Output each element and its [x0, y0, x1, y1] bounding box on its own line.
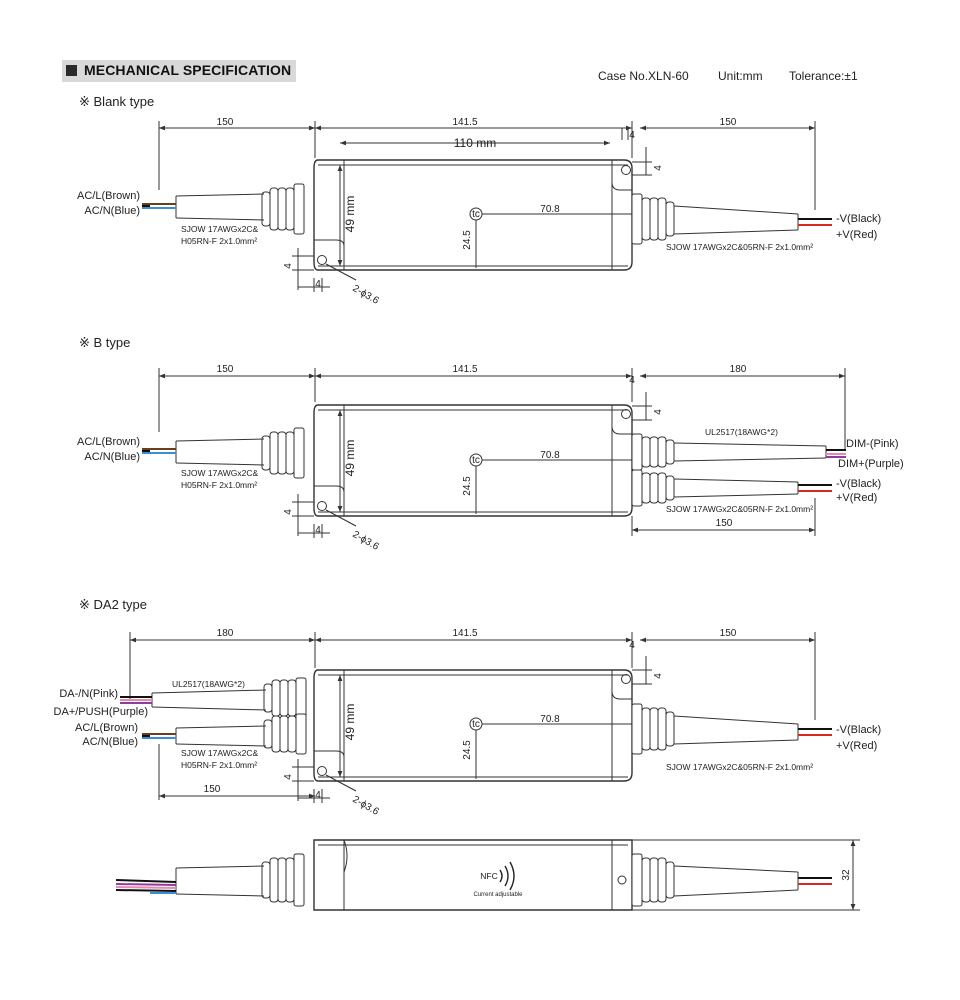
- da2-dim-4-bottom: 4: [315, 790, 321, 801]
- blank-dim-4-top: 4: [629, 130, 635, 141]
- b-dim-pos: DIM+(Purple): [838, 458, 904, 470]
- b-dim-tc: 70.8: [540, 450, 560, 461]
- b-type-drawing: [158, 368, 846, 538]
- case-number: Case No.XLN-60: [598, 69, 689, 83]
- b-dim-4-top: 4: [629, 375, 635, 386]
- blank-dim-right: 150: [720, 117, 737, 128]
- page-title: MECHANICAL SPECIFICATION: [84, 62, 292, 78]
- side-left-wires: [115, 879, 177, 894]
- da2-type-label: ※ DA2 type: [79, 597, 147, 612]
- blank-input-wires: [142, 203, 176, 209]
- da2-ac-wires: [142, 733, 176, 739]
- b-dim-body: 141.5: [452, 364, 477, 375]
- blank-out-cable: SJOW 17AWGx2C&05RN-F 2x1.0mm²: [666, 242, 813, 252]
- blank-v-pos: +V(Red): [836, 229, 877, 241]
- da2-dim-245: 24.5: [462, 740, 473, 760]
- b-output-wires: [798, 484, 832, 492]
- b-out-cable: SJOW 17AWGx2C&05RN-F 2x1.0mm²: [666, 504, 813, 514]
- blank-in-cable-2: H05RN-F 2x1.0mm²: [181, 236, 257, 246]
- b-dim-4-bottom: 4: [315, 525, 321, 536]
- da2-dim-4-right: 4: [653, 673, 664, 679]
- header-square-icon: [66, 65, 77, 76]
- b-hole-label: 2-ϕ3.6: [351, 529, 381, 553]
- da2-v-pos: +V(Red): [836, 740, 877, 752]
- da2-dim-left: 180: [217, 628, 234, 639]
- da2-da-p: DA+/PUSH(Purple): [54, 706, 148, 718]
- blank-dim-4-right: 4: [653, 165, 664, 171]
- b-ac-n: AC/N(Blue): [84, 451, 140, 463]
- blank-dim-245: 24.5: [462, 230, 473, 250]
- blank-dim-tc: 70.8: [540, 204, 560, 215]
- blank-type-drawing: [158, 121, 816, 292]
- side-right-wires: [798, 877, 832, 885]
- blank-dim-4-bottom: 4: [315, 279, 321, 290]
- da2-dim-height: 49 mm: [343, 704, 357, 741]
- b-v-pos: +V(Red): [836, 492, 877, 504]
- current-adjustable-label: Current adjustable: [473, 892, 523, 898]
- blank-tc-symbol: tc: [472, 209, 480, 220]
- b-ac-l: AC/L(Brown): [77, 436, 140, 448]
- nfc-label: NFC: [480, 871, 497, 881]
- da2-output-wires: [798, 728, 832, 736]
- blank-hole-label: 2-ϕ3.6: [351, 283, 381, 307]
- b-dim-height: 49 mm: [343, 440, 357, 477]
- nfc-icon: [499, 861, 515, 891]
- blank-in-cable-1: SJOW 17AWGx2C&: [181, 224, 258, 234]
- b-dim-4-right: 4: [653, 409, 664, 415]
- da2-dim-4-left: 4: [283, 774, 294, 780]
- tolerance-label: Tolerance:±1: [789, 69, 858, 83]
- da2-out-cable: SJOW 17AWGx2C&05RN-F 2x1.0mm²: [666, 762, 813, 772]
- b-dim-245: 24.5: [462, 476, 473, 496]
- b-dim-neg: DIM-(Pink): [846, 438, 899, 450]
- da2-dim-tc: 70.8: [540, 714, 560, 725]
- da2-text: 180 141.5 150 49 mm 70.8 24.5 tc 4 4 4 4…: [54, 628, 882, 818]
- blank-v-neg: -V(Black): [836, 213, 881, 225]
- da2-dim-right: 150: [720, 628, 737, 639]
- da2-dim-bottom: 150: [204, 784, 221, 795]
- da2-ac-n: AC/N(Blue): [82, 736, 138, 748]
- da2-da-wires: [120, 696, 152, 704]
- b-dim-cable: UL2517(18AWG*2): [705, 427, 778, 437]
- blank-dim-4-left: 4: [283, 263, 294, 269]
- da2-dim-body: 141.5: [452, 628, 477, 639]
- blank-dim-body: 141.5: [452, 117, 477, 128]
- b-text: 150 141.5 180 49 mm 70.8 24.5 tc 4 4 4 4…: [77, 364, 904, 553]
- da2-in-cable-2: H05RN-F 2x1.0mm²: [181, 760, 257, 770]
- blank-dim-inner: 110 mm: [454, 136, 496, 150]
- b-dim-wires: [826, 449, 846, 458]
- blank-output-wires: [798, 218, 832, 226]
- b-dim-left: 150: [217, 364, 234, 375]
- da2-tc-symbol: tc: [472, 719, 480, 730]
- b-type-label: ※ B type: [79, 335, 131, 350]
- b-in-cable-1: SJOW 17AWGx2C&: [181, 468, 258, 478]
- unit-label: Unit:mm: [718, 69, 763, 83]
- da2-hole-label: 2-ϕ3.6: [351, 794, 381, 818]
- b-dim-right: 180: [730, 364, 747, 375]
- da2-ac-l: AC/L(Brown): [75, 722, 138, 734]
- blank-ac-n: AC/N(Blue): [84, 205, 140, 217]
- b-tc-symbol: tc: [472, 455, 480, 466]
- b-dim-4-left: 4: [283, 509, 294, 515]
- side-view-drawing: [175, 839, 860, 911]
- da2-type-drawing: [129, 632, 816, 803]
- da2-in-cable-1: SJOW 17AWGx2C&: [181, 748, 258, 758]
- da2-da-cable: UL2517(18AWG*2): [172, 679, 245, 689]
- blank-dim-left: 150: [217, 117, 234, 128]
- da2-da-n: DA-/N(Pink): [59, 688, 118, 700]
- blank-type-label: ※ Blank type: [79, 94, 155, 109]
- da2-dim-4-top: 4: [629, 640, 635, 651]
- blank-dim-height: 49 mm: [343, 196, 357, 233]
- side-text: NFC Current adjustable 32: [473, 869, 852, 898]
- b-in-cable-2: H05RN-F 2x1.0mm²: [181, 480, 257, 490]
- header-bar: [62, 60, 296, 82]
- blank-ac-l: AC/L(Brown): [77, 190, 140, 202]
- b-dim-bottom: 150: [716, 518, 733, 529]
- side-dim-32: 32: [841, 869, 852, 881]
- b-v-neg: -V(Black): [836, 478, 881, 490]
- b-input-wires: [142, 448, 176, 454]
- da2-v-neg: -V(Black): [836, 724, 881, 736]
